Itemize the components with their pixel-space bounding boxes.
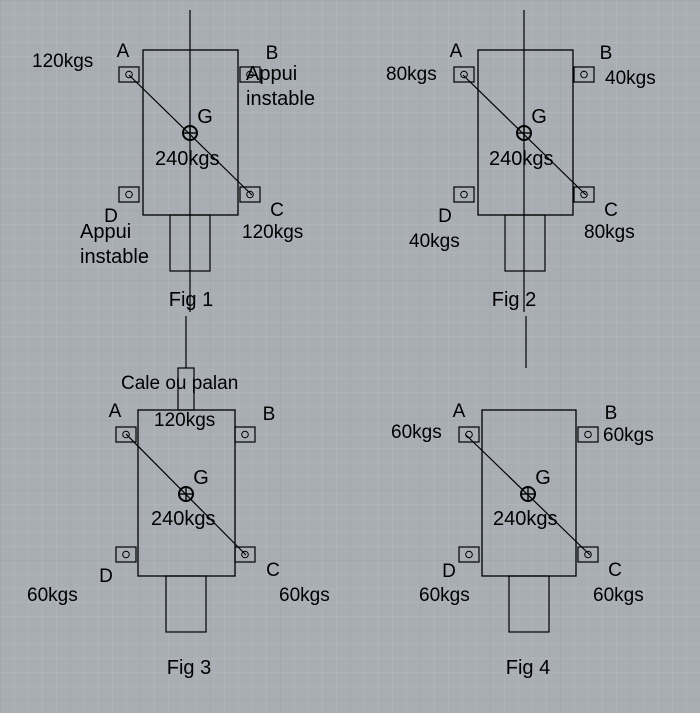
- fig3-body: [137, 409, 236, 577]
- fig1-b-note-line-1: Appui: [246, 63, 297, 85]
- fig2-body: [477, 49, 574, 216]
- fig3-load-c: 60kgs: [279, 585, 330, 606]
- fig3-pad-hole-c: [241, 550, 249, 559]
- fig4-label-d: D: [442, 561, 456, 582]
- fig4-label-a: A: [453, 401, 466, 422]
- fig1-pad-hole-b: [246, 70, 254, 79]
- fig3-load-d: 60kgs: [27, 585, 78, 606]
- fig4-pad-hole-b: [584, 430, 592, 439]
- fig1-b-note-line-2: instable: [246, 88, 315, 110]
- fig3-cog-load: 240kgs: [151, 508, 216, 530]
- fig3-top-note: Cale ou palan: [121, 373, 238, 394]
- fig2-pad-hole-b: [580, 70, 588, 79]
- fig2-load-a: 80kgs: [386, 64, 437, 85]
- fig4-label-c: C: [608, 560, 622, 581]
- fig3-pad-a: [115, 426, 137, 443]
- fig4-pad-b: [577, 426, 599, 443]
- fig1-load-a: 120kgs: [32, 51, 93, 72]
- fig2-load-d: 40kgs: [409, 231, 460, 252]
- fig2-label-c: C: [604, 200, 618, 221]
- fig3-pad-c: [234, 546, 256, 563]
- fig3-pad-hole-d: [122, 550, 130, 559]
- fig2-cog-label: G: [531, 106, 547, 128]
- fig1-d-note-line-2: instable: [80, 246, 149, 268]
- fig1-load-c: 120kgs: [242, 222, 303, 243]
- fig4-load-a: 60kgs: [391, 422, 442, 443]
- fig1-pad-hole-a: [125, 70, 133, 79]
- fig3-caption: Fig 3: [167, 657, 211, 679]
- fig2-load-b: 40kgs: [605, 68, 656, 89]
- fig4-caption: Fig 4: [506, 657, 550, 679]
- fig2-pad-d: [453, 186, 475, 203]
- fig2-pad-b: [573, 66, 595, 83]
- fig2-pad-hole-d: [460, 190, 468, 199]
- fig1-pad-d: [118, 186, 140, 203]
- fig4-cog-label: G: [535, 467, 551, 489]
- fig3-label-b: B: [263, 404, 276, 425]
- fig2-pad-hole-c: [580, 190, 588, 199]
- fig2-label-a: A: [450, 41, 463, 62]
- fig4-pad-d: [458, 546, 480, 563]
- fig2-label-b: B: [600, 43, 613, 64]
- fig1-pad-a: [118, 66, 140, 83]
- fig3-pad-b: [234, 426, 256, 443]
- fig4-pad-a: [458, 426, 480, 443]
- fig3-top-load: 120kgs: [154, 410, 215, 431]
- fig1-pad-c: [239, 186, 261, 203]
- fig1-cog-load: 240kgs: [155, 148, 220, 170]
- fig2-pad-c: [573, 186, 595, 203]
- fig3-label-d: D: [99, 566, 113, 587]
- fig4-pad-hole-c: [584, 550, 592, 559]
- fig1-d-note-line-1: Appui: [80, 221, 131, 243]
- fig2-caption: Fig 2: [492, 289, 536, 311]
- fig2-cog-load: 240kgs: [489, 148, 554, 170]
- fig1-pad-b: [239, 66, 261, 83]
- fig4-body: [481, 409, 577, 577]
- fig3-label-a: A: [109, 401, 122, 422]
- fig3-figure: A B C 60kgs D 60kgs G 240kgs Cale ou palan 120kgs…: [27, 316, 330, 679]
- fig1-cog-label: G: [197, 106, 213, 128]
- fig2-pad-hole-a: [460, 70, 468, 79]
- fig4-cog-load: 240kgs: [493, 508, 558, 530]
- fig2-pad-a: [453, 66, 475, 83]
- fig1-label-c: C: [270, 200, 284, 221]
- fig1-pad-hole-c: [246, 190, 254, 199]
- fig1-label-a: A: [117, 41, 130, 62]
- fig1-pad-hole-d: [125, 190, 133, 199]
- fig3-pad-hole-a: [122, 430, 130, 439]
- fig2-label-d: D: [438, 206, 452, 227]
- fig3-label-c: C: [266, 560, 280, 581]
- fig4-pad-c: [577, 546, 599, 563]
- fig4-pad-hole-a: [465, 430, 473, 439]
- fig1-label-d: D: [104, 206, 118, 227]
- fig3-pad-d: [115, 546, 137, 563]
- fig2-load-c: 80kgs: [584, 222, 635, 243]
- fig4-pad-hole-d: [465, 550, 473, 559]
- fig3-pad-hole-b: [241, 430, 249, 439]
- fig3-cog-label: G: [193, 467, 209, 489]
- fig4-load-c: 60kgs: [593, 585, 644, 606]
- fig4-label-b: B: [605, 403, 618, 424]
- fig1-caption: Fig 1: [169, 289, 213, 311]
- fig4-load-b: 60kgs: [603, 425, 654, 446]
- fig1-label-b: B: [266, 43, 279, 64]
- fig4-load-d: 60kgs: [419, 585, 470, 606]
